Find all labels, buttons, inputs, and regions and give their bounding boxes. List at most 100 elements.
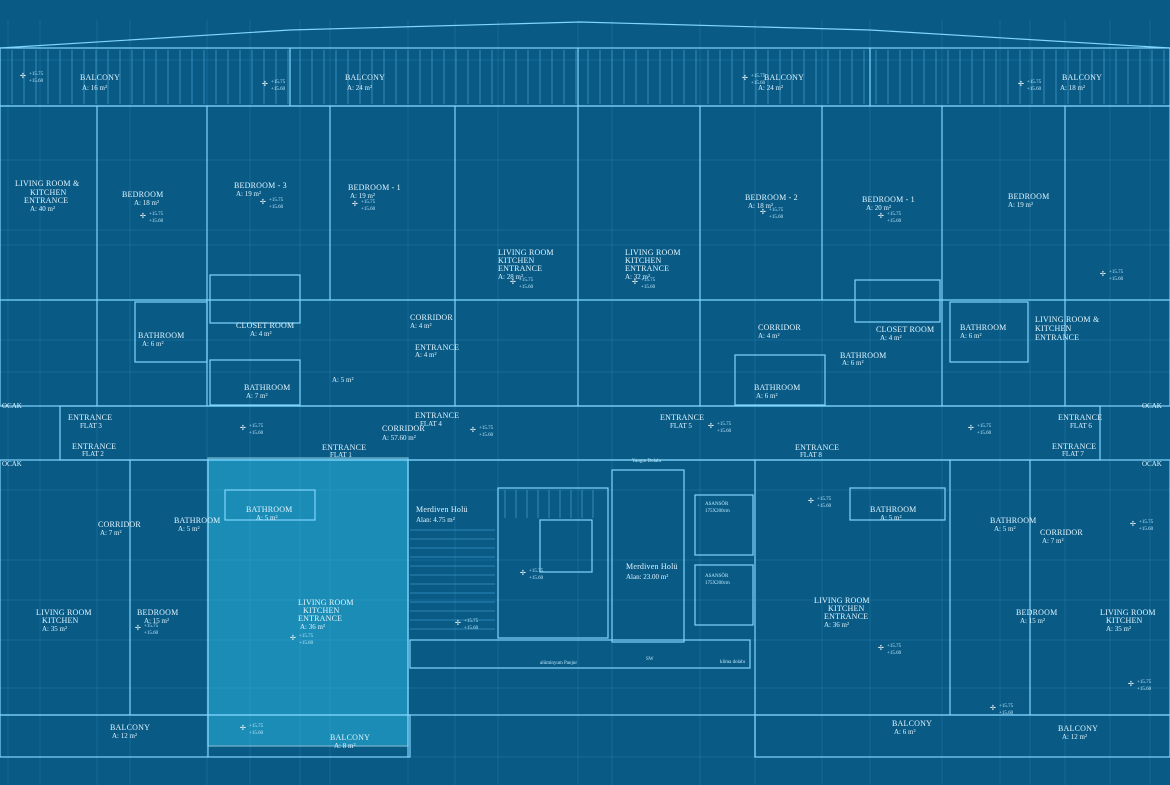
label-living-f2-area: A: 35 m² [42,625,67,633]
label-bathroom-1: BATHROOM [138,331,185,340]
label-bedroom-f2: BEDROOM [137,608,178,617]
label-balcony-3-area: A: 24 m² [758,84,783,92]
level-cross-icon: ✢ [260,198,266,206]
level-cross-icon: ✢ [520,569,526,577]
label-corridor-main: CORRIDOR [382,424,425,433]
label-living-f7: LIVING ROOM [1100,608,1156,617]
label-bathroom-f7: BATHROOM [990,516,1037,525]
label-balcony-f7: BALCONY [1058,724,1098,733]
level-marker: ✢+15.75+15.60 [1130,520,1154,532]
label-balcony-f1: BALCONY [330,733,370,742]
level-lower: +15.60 [887,651,902,656]
level-marker: ✢+15.75+15.60 [632,278,656,290]
label-flat1: FLAT 1 [330,451,352,459]
label-entrance-flat7: ENTRANCE [1052,442,1096,451]
label-entrance-small: ENTRANCE [415,343,459,352]
level-lower: +15.60 [249,731,264,736]
level-lower: +15.60 [641,285,656,290]
label-bathroom-3-area: A: 5 m² [332,376,354,384]
label-bathroom-r: BATHROOM [840,351,887,360]
label-bathroom-2-area: A: 7 m² [246,392,268,400]
level-upper: +15.75 [1109,270,1124,275]
staircase [410,490,594,630]
level-marker: ✢+15.75+15.60 [1128,680,1152,692]
label-bedroom-f8: BEDROOM [1016,608,1057,617]
label-balcony-1-area: A: 16 m² [82,84,107,92]
level-cross-icon: ✢ [1018,80,1024,88]
label-bathroom-f8: BATHROOM [870,505,917,514]
level-lower: +15.60 [464,626,479,631]
level-lower: +15.60 [479,433,494,438]
label-stair-hall-1-area: Alan: 4.75 m² [416,516,455,524]
level-lower: +15.60 [149,219,164,224]
label-sw: SW [646,657,654,662]
level-upper: +15.75 [641,278,656,283]
level-marker: ✢+15.75+15.60 [352,200,376,212]
label-klima: klima dolabı [720,660,746,665]
label-entrance-flat3: ENTRANCE [68,413,112,422]
label-balcony-2: BALCONY [345,73,385,82]
level-cross-icon: ✢ [742,74,748,82]
level-lower: +15.60 [529,576,544,581]
level-cross-icon: ✢ [808,497,814,505]
level-marker: ✢+15.75 +15.60 [1100,270,1124,282]
level-upper: +15.75 [977,424,992,429]
level-cross-icon: ✢ [455,619,461,627]
label-flat7: FLAT 7 [1062,450,1084,458]
label-flat2: FLAT 2 [82,450,104,458]
label-bedroom-1: BEDROOM - 1 [348,183,401,192]
label-closet-r-area: A: 4 m² [880,334,902,342]
level-upper: +15.75 [464,619,479,624]
label-bathroom-r3: BATHROOM [960,323,1007,332]
label-flat6: FLAT 6 [1070,422,1092,430]
level-marker: ✢+15.75 +15.60 [240,724,264,736]
label-living-f5c: ENTRANCE [625,264,669,273]
label-living-f2b: KITCHEN [42,616,79,625]
label-living-r: LIVING ROOM & [1035,315,1100,324]
level-upper: +15.75 [271,80,286,85]
level-upper: +15.75 [1137,680,1152,685]
level-upper: +15.75 [887,212,902,217]
label-corridor-1-area: A: 4 m² [410,322,432,330]
label-living-f1c: ENTRANCE [298,614,342,623]
level-lower: +15.60 [999,711,1014,716]
label-living-f1b: KITCHEN [303,606,340,615]
level-upper: +15.75 [299,634,314,639]
level-marker: ✢+15.75+15.60 [260,198,284,210]
level-upper: +15.75 [817,497,832,502]
level-marker: ✢+15.75+15.60 [742,74,766,86]
label-entrance-flat6: ENTRANCE [1058,413,1102,422]
label-bedroom-3: BEDROOM - 3 [234,181,287,190]
label-living-f8-area: A: 36 m² [824,621,849,629]
label-living-f7-area: A: 35 m² [1106,625,1131,633]
level-marker: ✢+15.75+15.60 [878,212,902,224]
level-lower: +15.60 [1109,277,1124,282]
level-upper: +15.75 [999,704,1014,709]
level-cross-icon: ✢ [1100,270,1106,278]
level-upper: +15.75 [519,278,534,283]
label-flat4: FLAT 4 [420,420,442,428]
label-stair-hall-2-area: Alan: 23.00 m² [626,573,668,581]
level-marker: ✢+15.75+15.60 [990,704,1014,716]
level-upper: +15.75 [249,724,264,729]
label-ocak-l2: OCAK [2,460,22,468]
level-cross-icon: ✢ [240,724,246,732]
level-marker: ✢+15.75 +15.60 [455,619,479,631]
label-living-rc: ENTRANCE [1035,333,1079,342]
level-cross-icon: ✢ [290,634,296,642]
level-marker: ✢+15.75+15.60 [140,212,164,224]
level-lower: +15.60 [144,631,159,636]
level-cross-icon: ✢ [968,424,974,432]
label-living-1-area: A: 40 m² [30,205,55,213]
label-elevator-2-dim: 175X200cm [705,581,730,586]
level-lower: +15.60 [361,207,376,212]
label-corridor-f7-area: A: 7 m² [1042,537,1064,545]
highlighted-unit[interactable] [207,457,409,747]
level-upper: +15.75 [144,624,159,629]
label-elevator-2: ASANSÖR [705,573,729,579]
label-bathroom-f1-area: A: 5 m² [256,514,278,522]
level-upper: +15.75 [149,212,164,217]
label-balcony-2-area: A: 24 m² [347,84,372,92]
label-bedroom-1r: BEDROOM - 1 [862,195,915,204]
